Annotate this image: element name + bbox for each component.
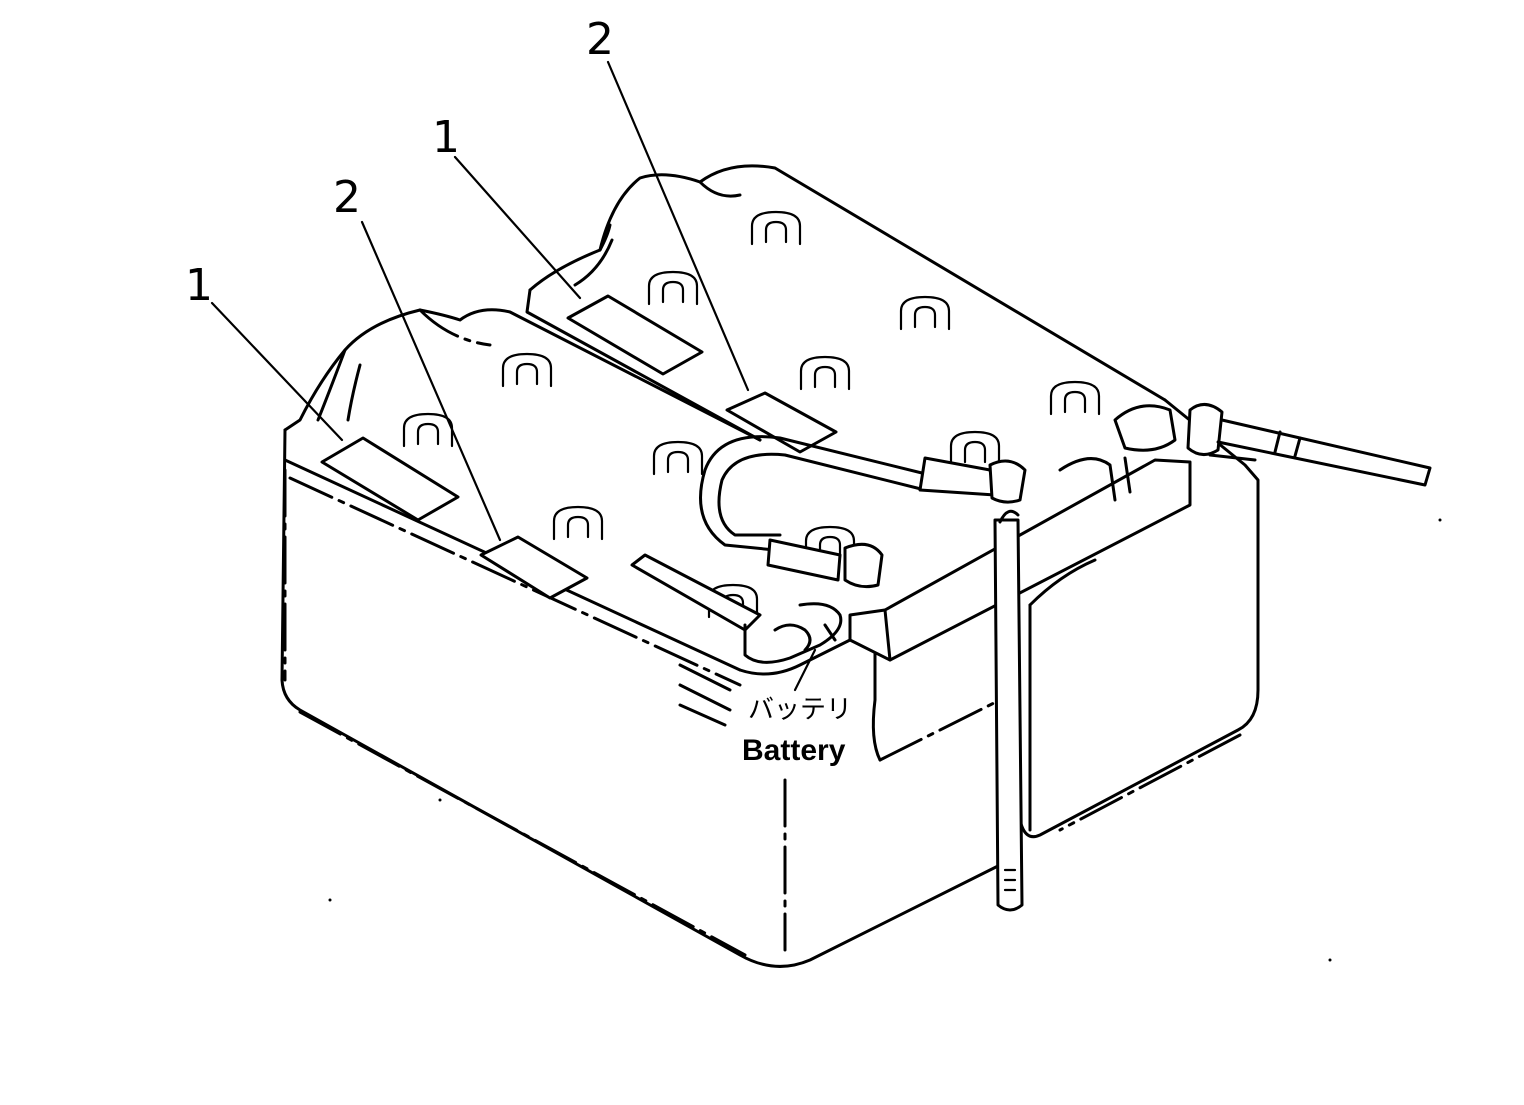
callouts: 1 2 1 2 bbox=[185, 14, 750, 542]
cap bbox=[501, 352, 553, 388]
cap bbox=[1049, 380, 1101, 416]
cap bbox=[750, 210, 802, 246]
cell-labels bbox=[320, 294, 838, 600]
label-plate-2-front bbox=[479, 535, 589, 600]
callout-1-front: 1 bbox=[185, 260, 213, 311]
battery-label-japanese: バッテリ bbox=[748, 695, 852, 725]
cap bbox=[949, 430, 1001, 466]
label-plate-2-rear bbox=[725, 391, 838, 454]
label-plate-1-front bbox=[320, 436, 460, 522]
connector-cable bbox=[699, 435, 1027, 589]
front-terminal bbox=[630, 553, 843, 664]
cap bbox=[804, 525, 856, 561]
battery-label-english: Battery bbox=[742, 734, 846, 767]
callout-1-rear: 1 bbox=[432, 112, 460, 163]
main-cable bbox=[1113, 403, 1432, 487]
scan-specks bbox=[328, 518, 1442, 962]
battery-label: バッテリ Battery bbox=[742, 648, 852, 767]
cell-caps bbox=[402, 210, 1101, 619]
cap bbox=[799, 355, 851, 391]
hold-down bbox=[848, 456, 1192, 912]
cap bbox=[647, 270, 699, 306]
cap bbox=[652, 440, 704, 476]
rear-battery bbox=[525, 164, 1260, 839]
callout-2-front: 2 bbox=[333, 172, 361, 223]
callout-2-rear: 2 bbox=[586, 14, 614, 65]
cap bbox=[552, 505, 604, 541]
cap bbox=[899, 295, 951, 331]
label-plate-1-rear bbox=[566, 294, 704, 376]
cap bbox=[402, 412, 454, 448]
